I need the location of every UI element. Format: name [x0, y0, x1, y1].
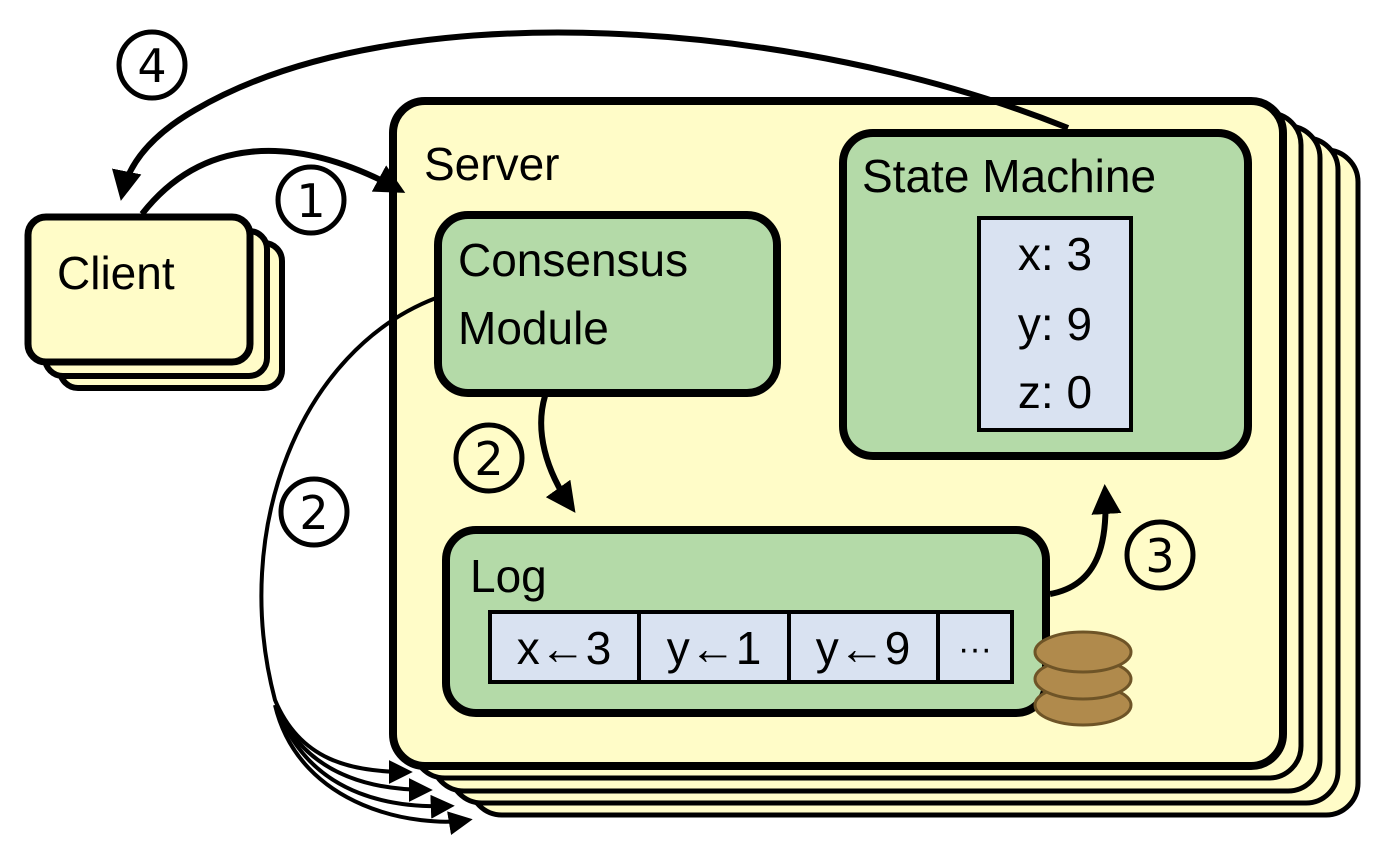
step-marker-2-internal: 2 — [453, 422, 525, 494]
client-stack: Client — [24, 213, 285, 391]
log-entries: x←3 y←1 y←9 ··· — [488, 610, 1014, 684]
step-marker-3: 3 — [1124, 519, 1196, 591]
step-marker-4: 4 — [116, 29, 188, 101]
consensus-module-label-line1: Consensus — [458, 234, 688, 286]
step-number: 1 — [296, 174, 325, 228]
step-marker-2-external: 2 — [278, 476, 350, 548]
consensus-module-box — [434, 211, 781, 397]
step-number: 2 — [299, 486, 328, 540]
log-entry-cell — [936, 610, 1014, 684]
arrow-step-2-replicate-4 — [273, 704, 473, 835]
state-entry-z: z: 0 — [1018, 366, 1092, 418]
log-entry-text: y←9 — [816, 622, 911, 674]
step-marker-1: 1 — [275, 164, 347, 236]
log-entry-text: ··· — [958, 630, 992, 668]
step-number: 3 — [1145, 529, 1174, 583]
state-entry-y: y: 9 — [1018, 298, 1092, 350]
consensus-module-label-line2: Module — [458, 302, 609, 354]
state-entry-x: x: 3 — [1018, 228, 1092, 280]
log-entry-text: x←3 — [517, 622, 612, 674]
state-table — [977, 216, 1133, 432]
server-label: Server — [424, 138, 559, 190]
client-label: Client — [57, 247, 175, 299]
arrow-step-4 — [112, 29, 1070, 201]
arrow-step-2-internal — [538, 395, 576, 513]
arrow-step-3 — [1049, 484, 1122, 597]
log-label: Log — [470, 550, 547, 602]
step-number: 2 — [474, 432, 503, 486]
client-box — [24, 213, 254, 366]
arrows — [112, 29, 1122, 835]
arrow-step-2-replicate-2 — [276, 709, 433, 802]
log-entry-text: y←1 — [667, 622, 762, 674]
arrow-step-2-replicate-1 — [259, 296, 437, 784]
disk-storage-icon — [1033, 630, 1133, 727]
step-number: 4 — [137, 39, 166, 93]
arrow-step-1 — [139, 147, 406, 216]
state-machine-label: State Machine — [862, 150, 1156, 202]
arrow-step-2-replicate-3 — [278, 714, 455, 819]
